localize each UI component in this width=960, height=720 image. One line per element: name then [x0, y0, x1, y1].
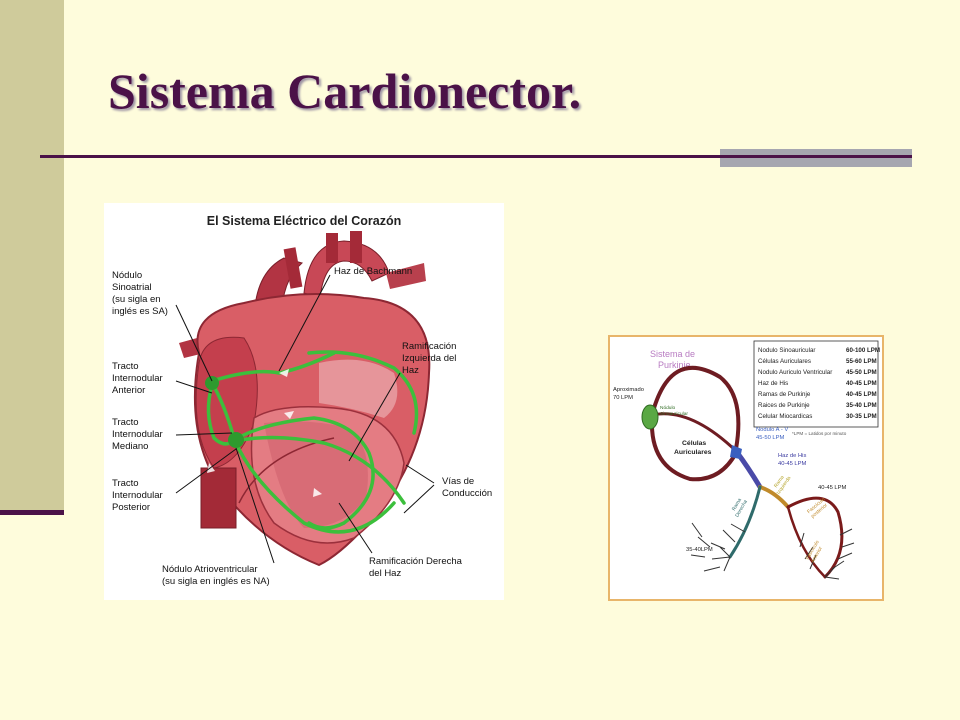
- av-node-marker: [228, 432, 244, 448]
- rate-row-name: Células Auriculares: [758, 358, 811, 365]
- rate-row-value: 55-60 LPM: [846, 358, 877, 365]
- rate-row-name: Haz de His: [758, 380, 788, 387]
- label-left-branch: Ramificación Izquierda del Haz: [402, 341, 459, 376]
- label-fasciculo-anterior: Fascículo Anterior: [805, 538, 827, 564]
- rate-row-name: Ramas de Purkinje: [758, 391, 811, 398]
- rate-row-value: 45-50 LPM: [846, 369, 877, 376]
- purkinje-figure: Sistema de Purkinje Nodulo Sinoauricular…: [608, 335, 884, 601]
- heart-figure-heading: El Sistema Eléctrico del Corazón: [207, 214, 402, 228]
- label-35-40: 35-40LPM: [686, 547, 713, 553]
- label-middle-tract: Tracto Internodular Mediano: [112, 417, 165, 452]
- side-bar: [0, 0, 64, 512]
- heart-conduction-figure: El Sistema Eléctrico del Corazón: [104, 203, 504, 600]
- label-sa-node: Nódulo Sinoatrial (su sigla en inglés es…: [112, 270, 168, 317]
- rate-row-value: 40-45 LPM: [846, 391, 877, 398]
- conduction-network: [649, 365, 844, 579]
- side-bar-line: [0, 510, 64, 515]
- leader-lines: [175, 274, 435, 564]
- purkinje-heading: Sistema de Purkinje: [650, 349, 698, 370]
- flow-arrows: [207, 369, 322, 497]
- conduction-pathways: [206, 350, 419, 534]
- label-rama-derecha: Rama Derecha: [729, 496, 749, 519]
- label-sa-small: Nódulo Sinoauricular: [660, 405, 688, 417]
- label-right-branch: Ramificación Derecha del Haz: [369, 556, 465, 579]
- rate-row-value: 60-100 LPM: [846, 347, 880, 354]
- rate-row-name: Celular Miocardicas: [758, 413, 812, 420]
- rates-table: Nodulo Sinoauricular 60-100 LPM Células Au…: [753, 340, 880, 428]
- heart-illustration: [179, 231, 431, 567]
- label-conduction-paths: Vías de Conducción: [442, 476, 492, 499]
- label-bachmann: Haz de Bachmann: [334, 266, 412, 277]
- label-celulas: Células Auriculares: [674, 440, 712, 456]
- rate-row-value: 40-45 LPM: [846, 380, 877, 387]
- label-40-45: 40-45 LPM: [818, 485, 847, 491]
- purkinje-fibers: [690, 522, 855, 580]
- rates-footnote: *LPM = Latidos por minuto: [792, 431, 847, 436]
- label-av-node-small: Nodulo A - V 45-50 LPM: [756, 427, 790, 441]
- label-anterior-tract: Tracto Internodular Anterior: [112, 361, 165, 396]
- title-rule: [40, 155, 912, 158]
- sa-node-marker: [205, 376, 219, 390]
- label-his: Haz de His 40-45 LPM: [778, 453, 808, 467]
- sa-node-oval: [641, 404, 659, 430]
- label-posterior-tract: Tracto Internodular Posterior: [112, 478, 165, 513]
- label-av-node: Nódulo Atrioventricular (su sigla en ing…: [162, 564, 270, 587]
- av-node-shape: [730, 445, 742, 459]
- rate-row-name: Raices de Purkinje: [758, 402, 810, 409]
- rate-row-value: 35-40 LPM: [846, 402, 877, 409]
- label-aprox: Aproximado 70 LPM: [613, 387, 646, 401]
- rate-row-name: Nodulo Auriculo Ventricular: [758, 369, 832, 376]
- rate-row-name: Nodulo Sinoauricular: [758, 347, 815, 354]
- slide-title: Sistema Cardionector.: [108, 63, 582, 119]
- rate-row-value: 30-35 LPM: [846, 413, 877, 420]
- title-rule-accent: [720, 149, 912, 167]
